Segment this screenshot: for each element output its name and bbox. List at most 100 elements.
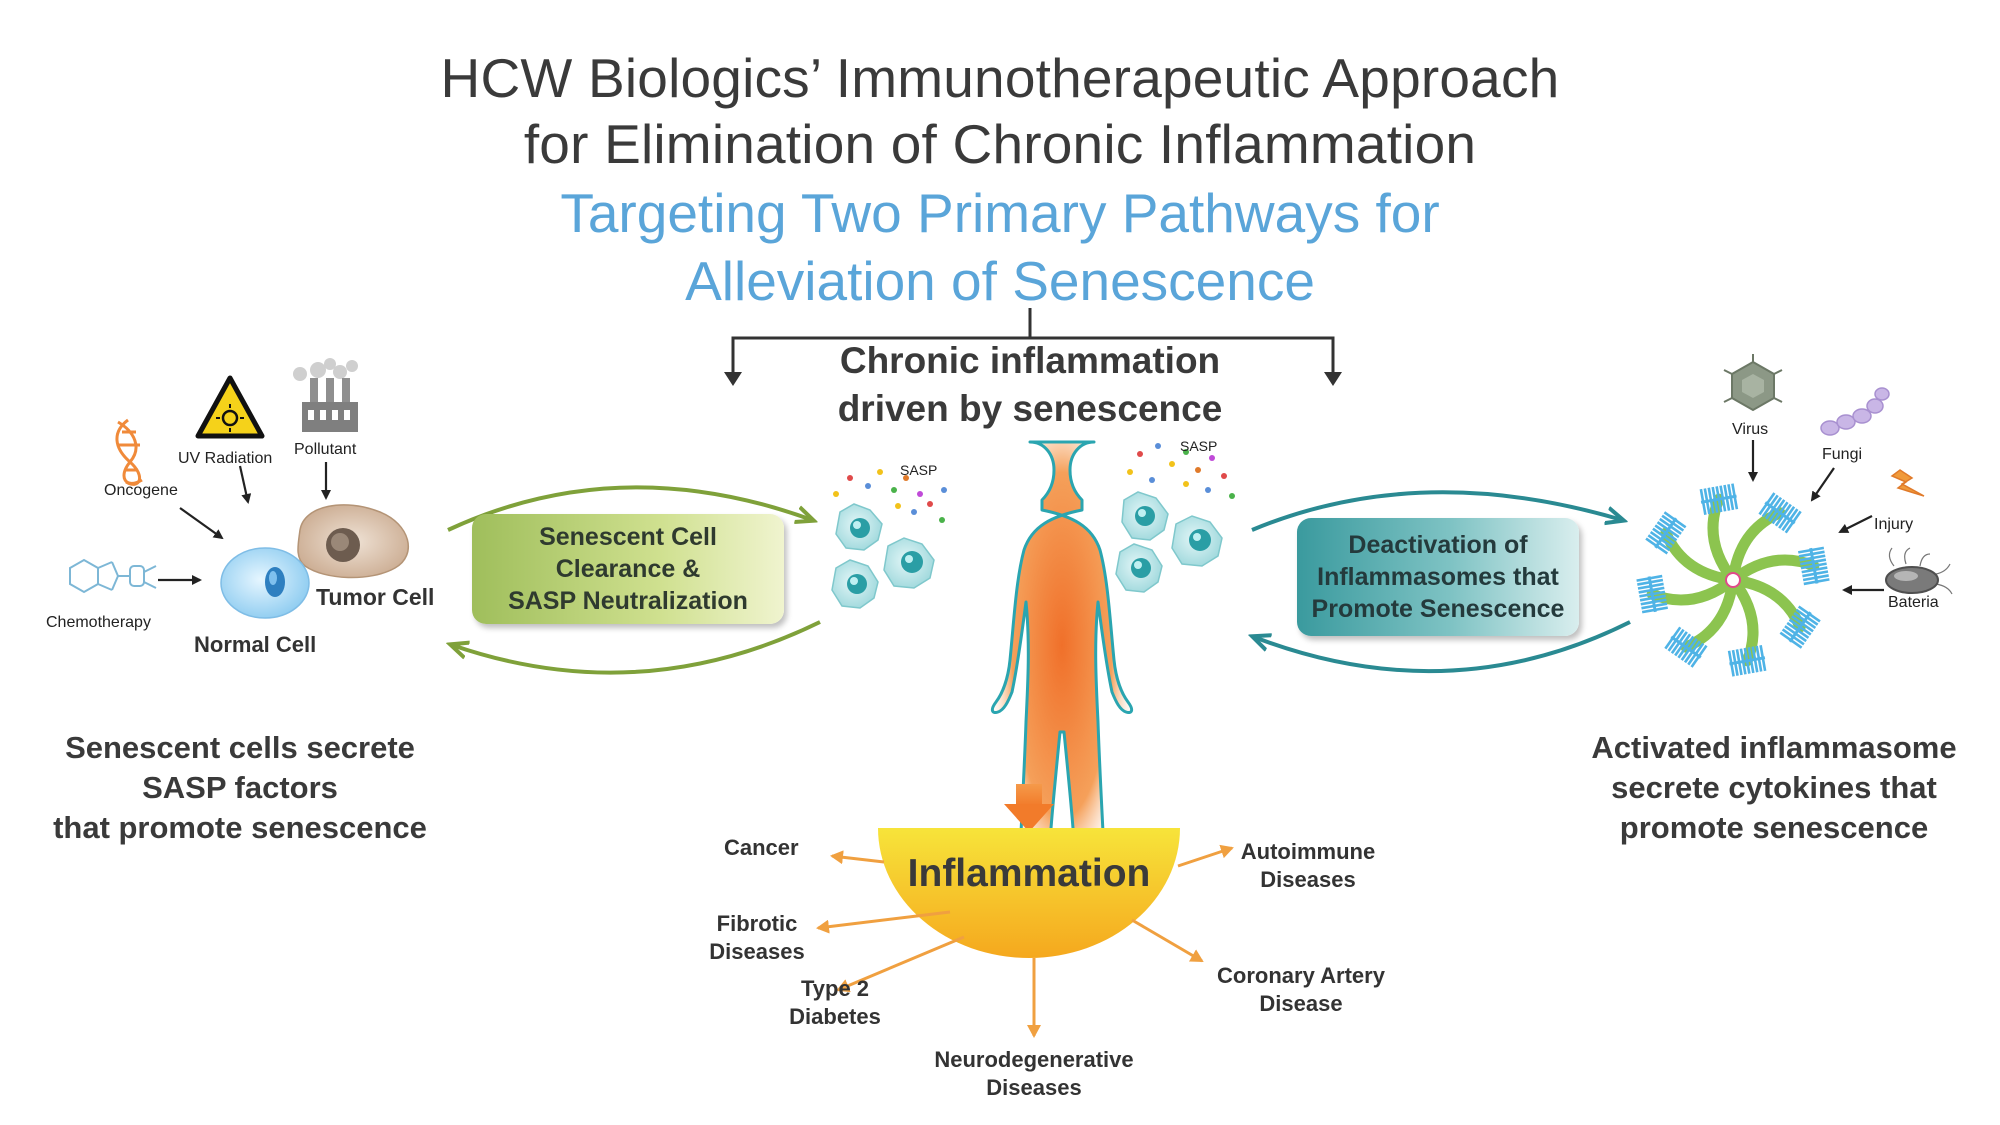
bacteria-icon	[1885, 547, 1953, 595]
senescent-cell-icon	[1115, 543, 1163, 593]
pollutant-label: Pollutant	[294, 441, 357, 458]
fungi-label: Fungi	[1822, 446, 1863, 463]
cytokine-bar	[1647, 576, 1657, 613]
green-arrow-top	[447, 485, 812, 532]
subtitle-line-1: Targeting Two Primary Pathways for	[560, 182, 1440, 244]
right-caption-line-2: secrete cytokines that	[1611, 770, 1937, 805]
senescent-cell-icon	[831, 559, 879, 609]
inflammasome-core	[1725, 572, 1741, 588]
cause-arrows-right	[1748, 440, 1884, 595]
disease-type2-diabetes: Type 2 Diabetes	[770, 975, 900, 1031]
cytokine-bar	[1764, 501, 1796, 525]
left-caption: Senescent cells secrete SASP factors tha…	[20, 728, 460, 848]
disease-cancer: Cancer	[724, 835, 799, 860]
fungi-icon	[1820, 387, 1890, 436]
teal-arrow-bottom	[1254, 620, 1631, 674]
title-line-1: HCW Biologics’ Immunotherapeutic Approac…	[440, 47, 1560, 109]
disease-coronary-line-2: Disease	[1259, 991, 1343, 1016]
cytokine-bar	[1654, 517, 1678, 549]
cytokine-block	[1779, 605, 1821, 649]
left-caption-line-3: that promote senescence	[53, 810, 427, 845]
inflammation-bowl	[878, 828, 1180, 958]
green-arrow-bottom	[452, 620, 821, 675]
disease-neuro-line-2: Diseases	[986, 1075, 1082, 1100]
normal-cell-icon	[220, 547, 310, 619]
disease-autoimmune-line-1: Autoimmune	[1240, 839, 1376, 864]
chemotherapy-molecule-icon	[69, 558, 157, 594]
cytokine-bar	[1809, 547, 1819, 584]
disease-fibrotic: Fibrotic Diseases	[692, 910, 822, 966]
right-caption: Activated inflammasome secrete cytokines…	[1544, 728, 2000, 848]
factory-icon	[293, 358, 358, 432]
disease-autoimmune: Autoimmune Diseases	[1228, 838, 1388, 894]
box-left-line-3: SASP Neutralization	[508, 587, 748, 615]
senescent-cell-icon	[835, 503, 883, 551]
teal-arrow-top	[1251, 490, 1622, 532]
tumor-cell-label: Tumor Cell	[316, 584, 435, 610]
cytokine-bar	[1670, 635, 1702, 659]
inflammasome-deactivation-box: Deactivation of Inflammasomes that Promo…	[1297, 518, 1579, 636]
inflammasome-icon	[1636, 483, 1830, 677]
cytokine-block	[1758, 492, 1802, 534]
sasp-dots	[833, 469, 947, 523]
bacteria-label: Bateria	[1888, 594, 1939, 611]
cytokine-block	[1699, 483, 1739, 515]
box-right-line-2: Inflammasomes that	[1317, 563, 1559, 591]
disease-neurodegenerative: Neurodegenerative Diseases	[904, 1046, 1164, 1102]
cytokine-bar	[1700, 494, 1737, 504]
disease-autoimmune-line-2: Diseases	[1260, 867, 1356, 892]
oncogene-label: Oncogene	[104, 482, 178, 499]
cytokine-bar	[1729, 656, 1766, 666]
uv-radiation-label: UV Radiation	[178, 450, 273, 467]
cytokine-bar	[1788, 611, 1812, 643]
cytokine-block	[1664, 626, 1708, 668]
box-left-line-1: Senescent Cell	[539, 523, 717, 551]
senescent-cell-icon	[1171, 515, 1223, 567]
cytokine-block	[1636, 574, 1668, 614]
down-arrow-icon	[1004, 784, 1054, 832]
normal-cell-label: Normal Cell	[194, 632, 317, 657]
disease-diabetes-line-2: Diabetes	[789, 1004, 881, 1029]
left-caption-line-1: Senescent cells secrete	[65, 730, 415, 765]
disease-arrows	[816, 844, 1234, 1038]
senescent-cell-clearance-box: Senescent Cell Clearance & SASP Neutrali…	[472, 514, 784, 624]
tumor-cell-icon	[297, 504, 410, 579]
box-right-line-3: Promote Senescence	[1311, 595, 1565, 623]
sasp-label-left: SASP	[900, 462, 938, 478]
disease-fibrotic-line-1: Fibrotic	[716, 911, 798, 936]
uv-warning-icon	[195, 375, 265, 439]
cytokine-block	[1727, 645, 1767, 677]
disease-neuro-line-1: Neurodegenerative	[934, 1047, 1134, 1072]
senescent-cells-left	[831, 469, 947, 609]
senescent-cell-icon	[1121, 491, 1169, 541]
bracket-arrow-left	[724, 372, 742, 386]
bracket-arrow-right	[1324, 372, 1342, 386]
disease-coronary-line-1: Coronary Artery	[1217, 963, 1385, 988]
right-caption-line-1: Activated inflammasome	[1591, 730, 1957, 765]
virus-label: Virus	[1732, 421, 1769, 438]
sasp-label-right: SASP	[1180, 438, 1218, 454]
senescent-cells-right	[1115, 443, 1235, 593]
disease-fibrotic-line-2: Diseases	[709, 939, 805, 964]
title-line-2: for Elimination of Chronic Inflammation	[523, 113, 1477, 175]
center-heading-line-1: Chronic inflammation	[839, 340, 1221, 381]
title-bracket	[731, 308, 1335, 375]
senescent-cell-icon	[883, 537, 935, 589]
sasp-dots	[1127, 443, 1235, 499]
virus-icon	[1723, 354, 1783, 412]
injury-icon	[1890, 469, 1925, 497]
subtitle-line-2: Alleviation of Senescence	[685, 250, 1315, 312]
center-heading-line-2: driven by senescence	[837, 388, 1223, 429]
disease-coronary-artery: Coronary Artery Disease	[1196, 962, 1406, 1018]
dna-icon	[115, 418, 143, 486]
box-left-line-2: Clearance &	[555, 555, 701, 583]
inflammation-label: Inflammation	[907, 852, 1151, 895]
chemotherapy-label: Chemotherapy	[46, 614, 151, 631]
left-caption-line-2: SASP factors	[142, 770, 338, 805]
injury-label: Injury	[1874, 516, 1914, 533]
cause-arrows-left	[158, 462, 331, 585]
cytokine-block	[1798, 546, 1830, 586]
right-caption-line-3: promote senescence	[1619, 810, 1929, 845]
